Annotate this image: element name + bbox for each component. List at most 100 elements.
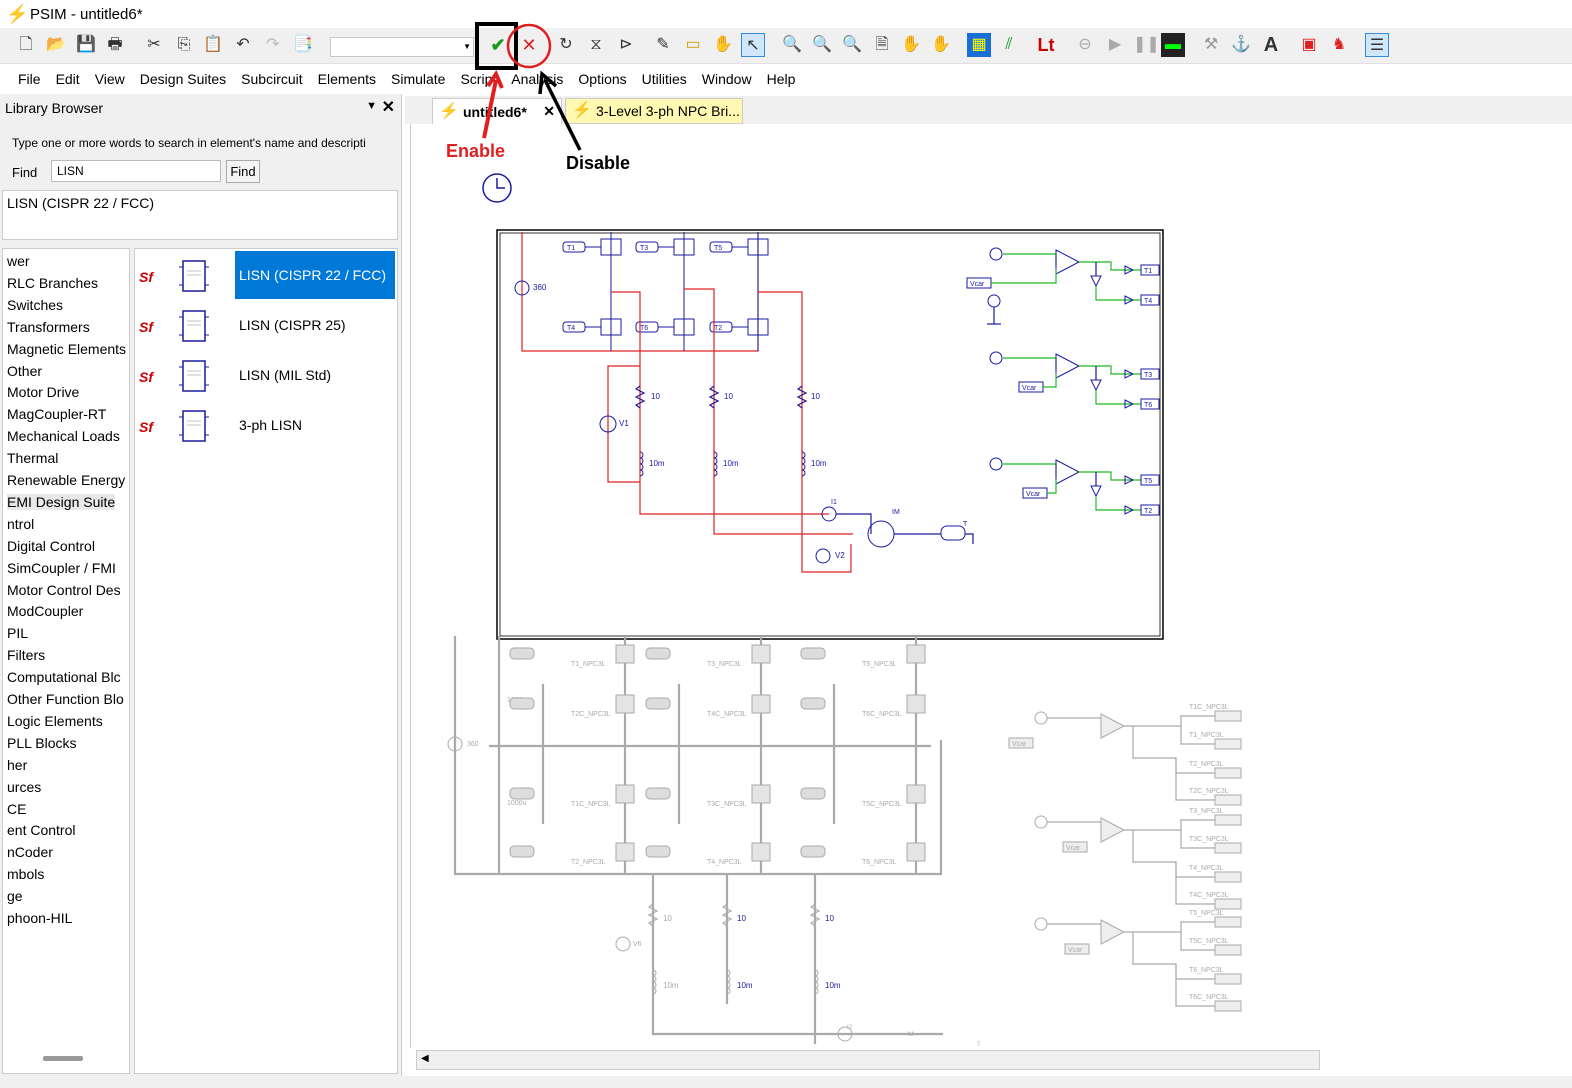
tree-scrollbar[interactable] xyxy=(43,1056,83,1061)
tree-item[interactable]: Transformers xyxy=(7,318,90,335)
tree-item[interactable]: RLC Branches xyxy=(7,274,99,291)
tree-item[interactable]: Magnetic Elements xyxy=(7,340,127,357)
element-combo[interactable]: ▼ xyxy=(330,37,474,57)
menu-help[interactable]: Help xyxy=(766,71,796,87)
lt-icon[interactable]: Lt xyxy=(1037,35,1055,55)
tree-item[interactable]: Logic Elements xyxy=(7,712,103,729)
search-input[interactable] xyxy=(51,160,221,182)
enable-check-icon[interactable]: ✔ xyxy=(490,35,506,55)
save-icon[interactable]: 💾 xyxy=(76,36,96,53)
menu-elements[interactable]: Elements xyxy=(317,71,376,87)
menu-design-suites[interactable]: Design Suites xyxy=(139,71,227,87)
tree-item[interactable]: SimCoupler / FMI xyxy=(7,559,116,576)
label-icon[interactable]: ▭ xyxy=(685,36,701,53)
tree-item[interactable]: Computational Blc xyxy=(7,669,121,686)
scope-icon[interactable]: ▬ xyxy=(1161,33,1185,57)
hw-icon[interactable]: ▣ xyxy=(1301,36,1317,53)
close-icon[interactable]: ✕ xyxy=(381,99,395,116)
tree-item[interactable]: urces xyxy=(7,778,42,795)
new-icon[interactable]: 🗋 xyxy=(19,36,33,53)
tree-item[interactable]: ntrol xyxy=(7,515,35,532)
print-icon[interactable]: 🖶 xyxy=(107,36,123,53)
tree-item[interactable]: mbols xyxy=(7,866,45,883)
tree-item[interactable]: PIL xyxy=(7,625,29,642)
horizontal-scrollbar[interactable]: ◀ xyxy=(416,1050,1320,1070)
simview-icon[interactable]: ▦ xyxy=(967,33,991,57)
search-result-item[interactable]: LISN (CISPR 22 / FCC) xyxy=(7,195,155,211)
tree-item[interactable]: PLL Blocks xyxy=(7,734,77,751)
menu-analysis[interactable]: Analysis xyxy=(511,71,564,87)
rotate-icon[interactable]: ↻ xyxy=(559,36,573,53)
run-icon[interactable]: ▶ xyxy=(1108,36,1122,53)
tree-item[interactable]: Motor Control Des xyxy=(7,581,121,598)
select-arrow-icon[interactable]: ↖ xyxy=(741,33,765,57)
tree-item[interactable]: Renewable Energy xyxy=(7,472,126,488)
tree-item[interactable]: Motor Drive xyxy=(7,384,80,401)
menu-edit[interactable]: Edit xyxy=(55,71,80,87)
tool1-icon[interactable]: ⚒ xyxy=(1203,36,1219,53)
tree-item[interactable]: wer xyxy=(7,253,30,269)
hand-icon[interactable]: ✋ xyxy=(713,36,733,53)
menu-utilities[interactable]: Utilities xyxy=(641,71,687,87)
cut-icon[interactable]: ✂ xyxy=(147,36,161,53)
tree-item[interactable]: ModCoupler xyxy=(7,603,84,620)
flip-lr-icon[interactable]: ⧖ xyxy=(590,36,602,53)
tab-untitled6[interactable]: ⚡ untitled6* ✕ xyxy=(432,98,562,124)
tree-item[interactable]: Other xyxy=(7,362,43,379)
undo-icon[interactable]: ↶ xyxy=(236,36,250,53)
tab-npc-bridge[interactable]: ⚡ 3-Level 3-ph NPC Bri... xyxy=(565,98,743,124)
tree-item[interactable]: nCoder xyxy=(7,844,53,861)
tree-item[interactable]: her xyxy=(7,756,28,773)
tree-item[interactable]: Filters xyxy=(7,647,46,664)
menu-simulate[interactable]: Simulate xyxy=(391,71,446,87)
tree-item[interactable]: Digital Control xyxy=(7,537,95,554)
tree-item[interactable]: Switches xyxy=(7,296,64,313)
menu-window[interactable]: Window xyxy=(701,71,752,87)
zoom-in-icon[interactable]: 🔍 xyxy=(812,36,832,53)
flip-tb-icon[interactable]: ⊳ xyxy=(619,36,633,53)
pan2-icon[interactable]: ✋ xyxy=(931,36,951,53)
tree-item[interactable]: CE xyxy=(7,800,27,817)
fit-page-icon[interactable]: 🗎 xyxy=(875,36,889,53)
tree-item[interactable]: Mechanical Loads xyxy=(7,428,120,445)
tree-item[interactable]: MagCoupler-RT xyxy=(7,406,107,423)
menu-subcircuit[interactable]: Subcircuit xyxy=(241,71,303,87)
tree-item[interactable]: ge xyxy=(7,888,23,905)
scroll-left-icon[interactable]: ◀ xyxy=(421,1053,429,1064)
output-tag-label: T3_NPC3L xyxy=(1189,808,1224,815)
paste-icon[interactable]: 📋 xyxy=(203,36,223,53)
tool2-icon[interactable]: ⚓ xyxy=(1231,36,1251,53)
find-button[interactable]: Find xyxy=(226,160,260,183)
zoom-icon[interactable]: 🔍 xyxy=(782,36,802,53)
menu-options[interactable]: Options xyxy=(578,71,627,87)
pin-dropdown-icon[interactable]: ▼ xyxy=(366,100,377,112)
menu-view[interactable]: View xyxy=(94,71,125,87)
list-icon[interactable]: ☰ xyxy=(1365,33,1389,57)
pause-icon[interactable]: ❚❚ xyxy=(1133,36,1160,53)
tree-item[interactable]: EMI Design Suite xyxy=(7,493,116,510)
zoom-out-icon[interactable]: 🔍 xyxy=(842,36,862,53)
tree-item[interactable]: ent Control xyxy=(7,822,76,839)
tree-item[interactable]: Thermal xyxy=(7,450,59,467)
open-icon[interactable]: 📂 xyxy=(46,36,66,53)
disable-x-icon[interactable]: ✕ xyxy=(521,35,537,55)
pan-icon[interactable]: ✋ xyxy=(901,36,921,53)
menu-script[interactable]: Script xyxy=(460,71,497,87)
close-icon[interactable]: ✕ xyxy=(543,103,555,119)
wire-icon[interactable]: ✎ xyxy=(656,36,670,53)
tree-item[interactable]: phoon-HIL xyxy=(7,910,73,926)
redo-icon[interactable]: ↷ xyxy=(266,36,280,53)
probe-icon[interactable]: ⫽ xyxy=(1005,36,1013,53)
clipboard-icon[interactable]: 📑 xyxy=(293,36,313,53)
menu-file[interactable]: File xyxy=(18,71,41,87)
copy-icon[interactable]: ⎘ xyxy=(177,36,191,53)
text-icon[interactable]: A xyxy=(1263,34,1279,56)
tree-item[interactable]: Other Function Blo xyxy=(7,691,124,707)
bull-icon[interactable]: ♞ xyxy=(1331,36,1347,53)
stop-icon[interactable]: ⊖ xyxy=(1078,36,1092,53)
